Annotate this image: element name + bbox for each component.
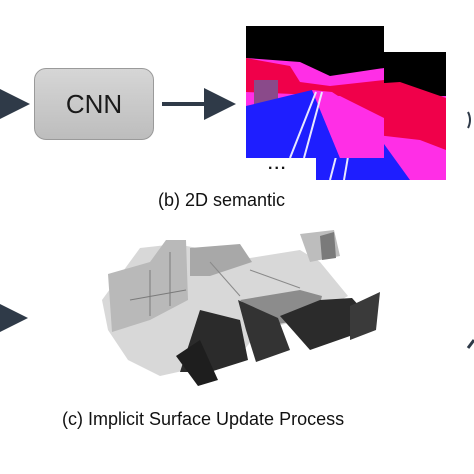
cnn-label: CNN bbox=[65, 88, 123, 119]
cnn-box: CNN bbox=[34, 68, 154, 140]
surface-caption: (c) Implicit Surface Update Process bbox=[62, 409, 345, 429]
right-edge-mark bbox=[467, 111, 471, 129]
semantic-caption: (b) 2D semantic bbox=[158, 190, 286, 210]
semantic-ellipsis: ... bbox=[268, 156, 288, 173]
surface-render bbox=[102, 230, 380, 386]
semantic-image-front bbox=[246, 26, 384, 159]
right-edge-arrow bbox=[466, 339, 474, 349]
